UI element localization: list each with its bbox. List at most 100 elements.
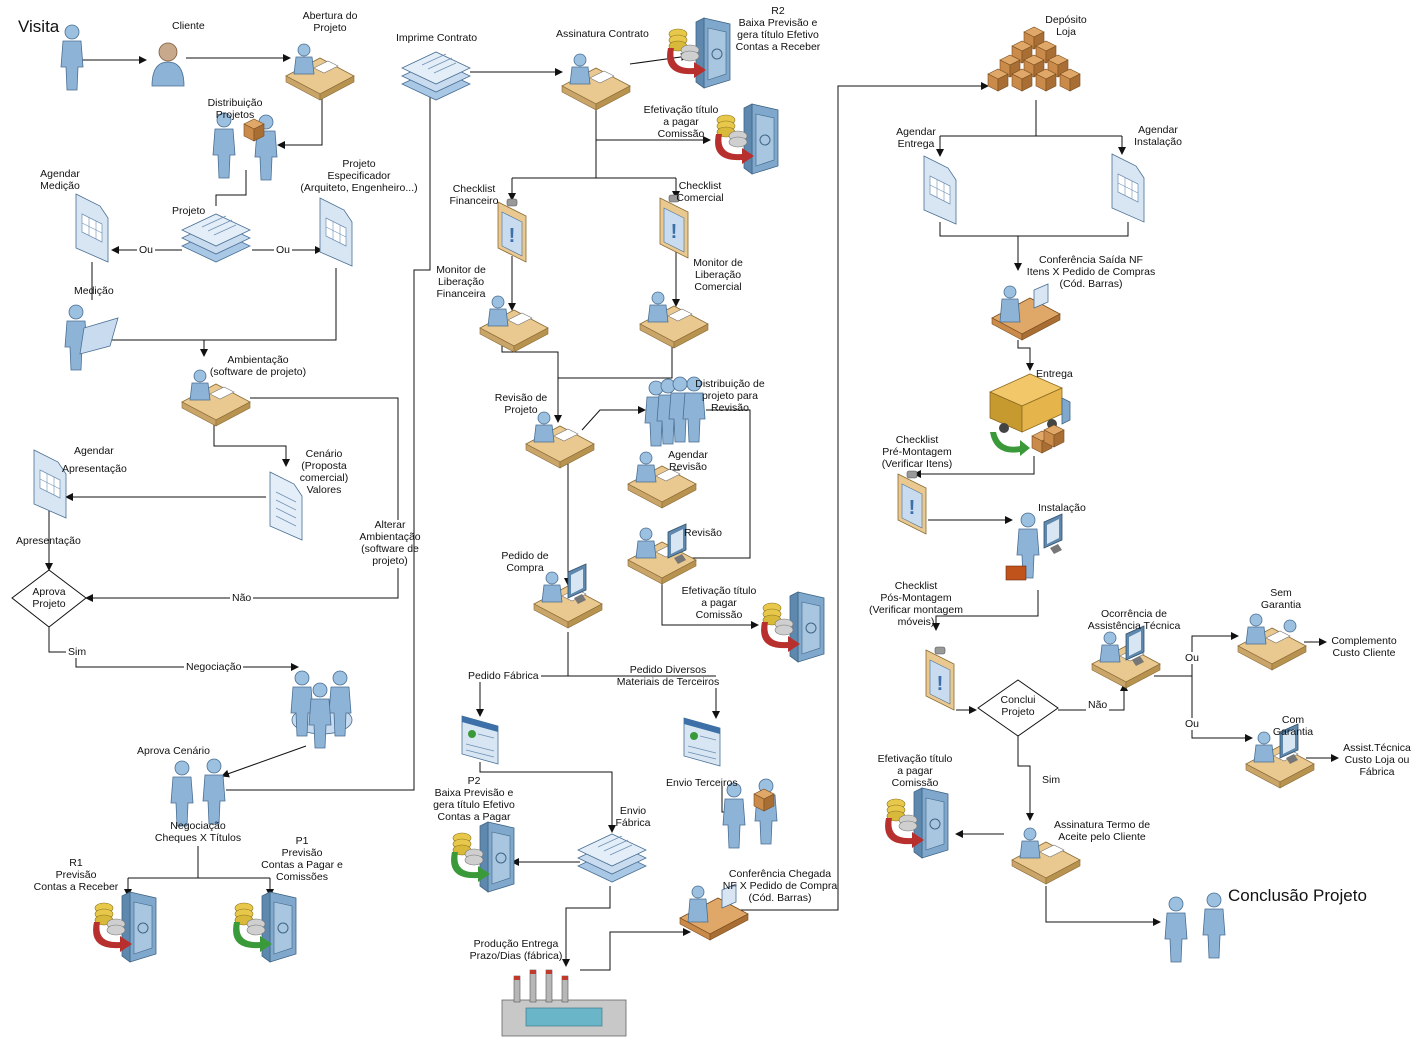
- label-negociacao: Negociação: [184, 661, 244, 673]
- label-revisao-projeto: Revisão de Projeto: [494, 392, 548, 416]
- label-monitor-comercial: Monitor de Liberação Comercial: [693, 257, 743, 293]
- label-envio-terceiros: Envio Terceiros: [666, 777, 738, 789]
- papers-icon-projeto: [181, 213, 251, 263]
- people-icon-envio-terceiros: [722, 778, 778, 849]
- safe-icon-comissao-3: [885, 787, 949, 859]
- label-revisao: Revisão: [684, 527, 722, 539]
- label-ou-top: Ou: [1183, 652, 1202, 664]
- desk-icon-sem-garantia: [1237, 613, 1307, 671]
- label-checklist-comercial: Checklist Comercial: [676, 180, 724, 204]
- label-sim-1: Sim: [66, 646, 89, 658]
- label-r2: R2 Baixa Previsão e gera título Efetivo …: [735, 5, 821, 53]
- label-efetivacao-comissao-2: Efetivação título a pagar Comissão: [681, 585, 757, 621]
- clipboard-icon-pos-montagem: [925, 646, 955, 711]
- spreadsheet-icon-apresentacao: [33, 449, 67, 519]
- conveyor-icon-conferencia-saida: [991, 283, 1061, 341]
- label-agendar-medicao: Agendar Medição: [40, 168, 80, 192]
- factory-icon: [501, 969, 627, 1037]
- heading-visita: Visita: [18, 17, 60, 36]
- desk-icon-monitor-comercial: [639, 291, 709, 349]
- safe-icon-r1: [93, 891, 157, 963]
- label-com-garantia: Com Garantia: [1272, 714, 1314, 738]
- label-pedido-diversos: Pedido Diversos Materiais de Terceiros: [616, 664, 720, 688]
- label-assinatura-contrato: Assinatura Contrato: [556, 28, 649, 40]
- papers-icon-imprime-contrato: [401, 51, 471, 101]
- label-medicao: Medição: [74, 285, 114, 297]
- label-ou-bottom: Ou: [1183, 718, 1202, 730]
- desk-icon-ocorrencia: [1091, 625, 1161, 689]
- label-aprova-projeto: Aprova Projeto: [32, 586, 66, 610]
- label-imprime-contrato: Imprime Contrato: [396, 32, 478, 44]
- label-agendar-apresentacao-1: Agendar: [74, 445, 114, 457]
- label-deposito-loja: Depósito Loja: [1045, 14, 1087, 38]
- desk-icon-revisao-projeto: [525, 411, 595, 469]
- label-conclui-projeto: Conclui Projeto: [1000, 694, 1036, 718]
- label-efetivacao-comissao-3: Efetivação título a pagar Comissão: [877, 753, 953, 789]
- label-assinatura-termo: Assinatura Termo de Aceite pelo Cliente: [1053, 819, 1151, 843]
- client-icon: [151, 42, 185, 87]
- label-projeto: Projeto: [172, 205, 206, 217]
- people-icon-distribuicao: [212, 112, 278, 181]
- label-distribuicao-projetos: Distribuição Projetos: [207, 97, 263, 121]
- label-nao-2: Não: [1086, 699, 1110, 711]
- label-apresentacao: Apresentação: [16, 535, 81, 547]
- label-entrega: Entrega: [1036, 368, 1073, 380]
- meeting-desk-icon-abertura: [285, 43, 355, 101]
- label-cenario: Cenário (Proposta comercial) Valores: [299, 448, 349, 496]
- clipboard-icon-financeiro: [497, 198, 527, 263]
- label-monitor-financeira: Monitor de Liberação Financeira: [436, 264, 486, 300]
- label-conferencia-saida: Conferência Saída NF Itens X Pedido de C…: [1026, 254, 1156, 290]
- label-ocorrencia: Ocorrência de Assistência Técnica: [1087, 608, 1181, 632]
- label-instalacao: Instalação: [1038, 502, 1086, 514]
- label-alterar-ambientacao: Alterar Ambientação (software de projeto…: [359, 519, 421, 567]
- label-checklist-financeiro: Checklist Financeiro: [449, 183, 499, 207]
- label-aprova-cenario: Aprova Cenário: [137, 745, 210, 757]
- desk-icon-monitor-financeira: [479, 295, 549, 353]
- label-envio-fabrica: Envio Fábrica: [615, 805, 651, 829]
- label-pedido-compra: Pedido de Compra: [501, 550, 549, 574]
- label-producao-entrega: Produção Entrega Prazo/Dias (fábrica): [469, 938, 563, 962]
- spreadsheet-icon-especificador: [319, 197, 353, 267]
- clipboard-icon-pre-montagem: [897, 470, 927, 535]
- desk-icon-ambientacao: [181, 369, 251, 427]
- label-agendar-revisao: Agendar Revisão: [668, 449, 708, 473]
- label-ou-right: Ou: [274, 244, 293, 256]
- safe-icon-r2: [667, 17, 731, 89]
- label-sem-garantia: Sem Garantia: [1260, 587, 1302, 611]
- person-icon-visita: [60, 24, 84, 91]
- label-checklist-pos: Checklist Pós-Montagem (Verificar montag…: [869, 580, 963, 628]
- label-cliente: Cliente: [172, 20, 205, 32]
- spreadsheet-icon-agendar-instalacao: [1111, 153, 1145, 223]
- spreadsheet-icon-agendar-medicao: [75, 193, 109, 263]
- label-p1: P1 Previsão Contas a Pagar e Comissões: [261, 835, 343, 883]
- label-conferencia-chegada: Conferência Chegada NF X Pedido de Compr…: [722, 868, 838, 904]
- handshake-icon-aprova-cenario: [170, 758, 226, 827]
- truck-icon-entrega: [989, 373, 1071, 456]
- label-nao-1: Não: [230, 592, 254, 604]
- label-efetivacao-comissao-1: Efetivação título a pagar Comissão: [643, 104, 719, 140]
- safe-icon-p2: [451, 821, 515, 893]
- label-distribuicao-revisao: Distribuição de projeto para Revisão: [695, 378, 765, 414]
- meeting-icon-negociacao: [290, 670, 353, 749]
- decision-conclui-projeto: [977, 679, 1059, 737]
- label-assist-tecnica: Assist.Técnica Custo Loja ou Fábrica: [1343, 742, 1411, 778]
- web-icon-pedido-fabrica: [461, 715, 499, 765]
- safe-icon-comissao-2: [761, 591, 825, 663]
- label-agendar-entrega: Agendar Entrega: [896, 126, 936, 150]
- handshake-icon-conclusao: [1164, 892, 1226, 963]
- label-complemento: Complemento Custo Cliente: [1331, 635, 1397, 659]
- decision-aprova-projeto: [11, 569, 87, 628]
- label-agendar-instalacao: Agendar Instalação: [1134, 124, 1182, 148]
- web-icon-pedido-diversos: [683, 717, 721, 767]
- label-sim-2: Sim: [1040, 774, 1063, 786]
- label-p2: P2 Baixa Previsão e gera título Efetivo …: [433, 775, 515, 823]
- label-projeto-especificador: Projeto Especificador (Arquiteto, Engenh…: [300, 158, 418, 194]
- label-ou-left: Ou: [137, 244, 156, 256]
- clipboard-icon-comercial: [659, 194, 689, 259]
- heading-conclusao-projeto: Conclusão Projeto: [1228, 886, 1367, 905]
- label-checklist-pre: Checklist Pré-Montagem (Verificar Itens): [881, 434, 953, 470]
- safe-icon-p1: [233, 891, 297, 963]
- label-abertura: Abertura do Projeto: [302, 10, 358, 34]
- connectors: [45, 52, 1339, 971]
